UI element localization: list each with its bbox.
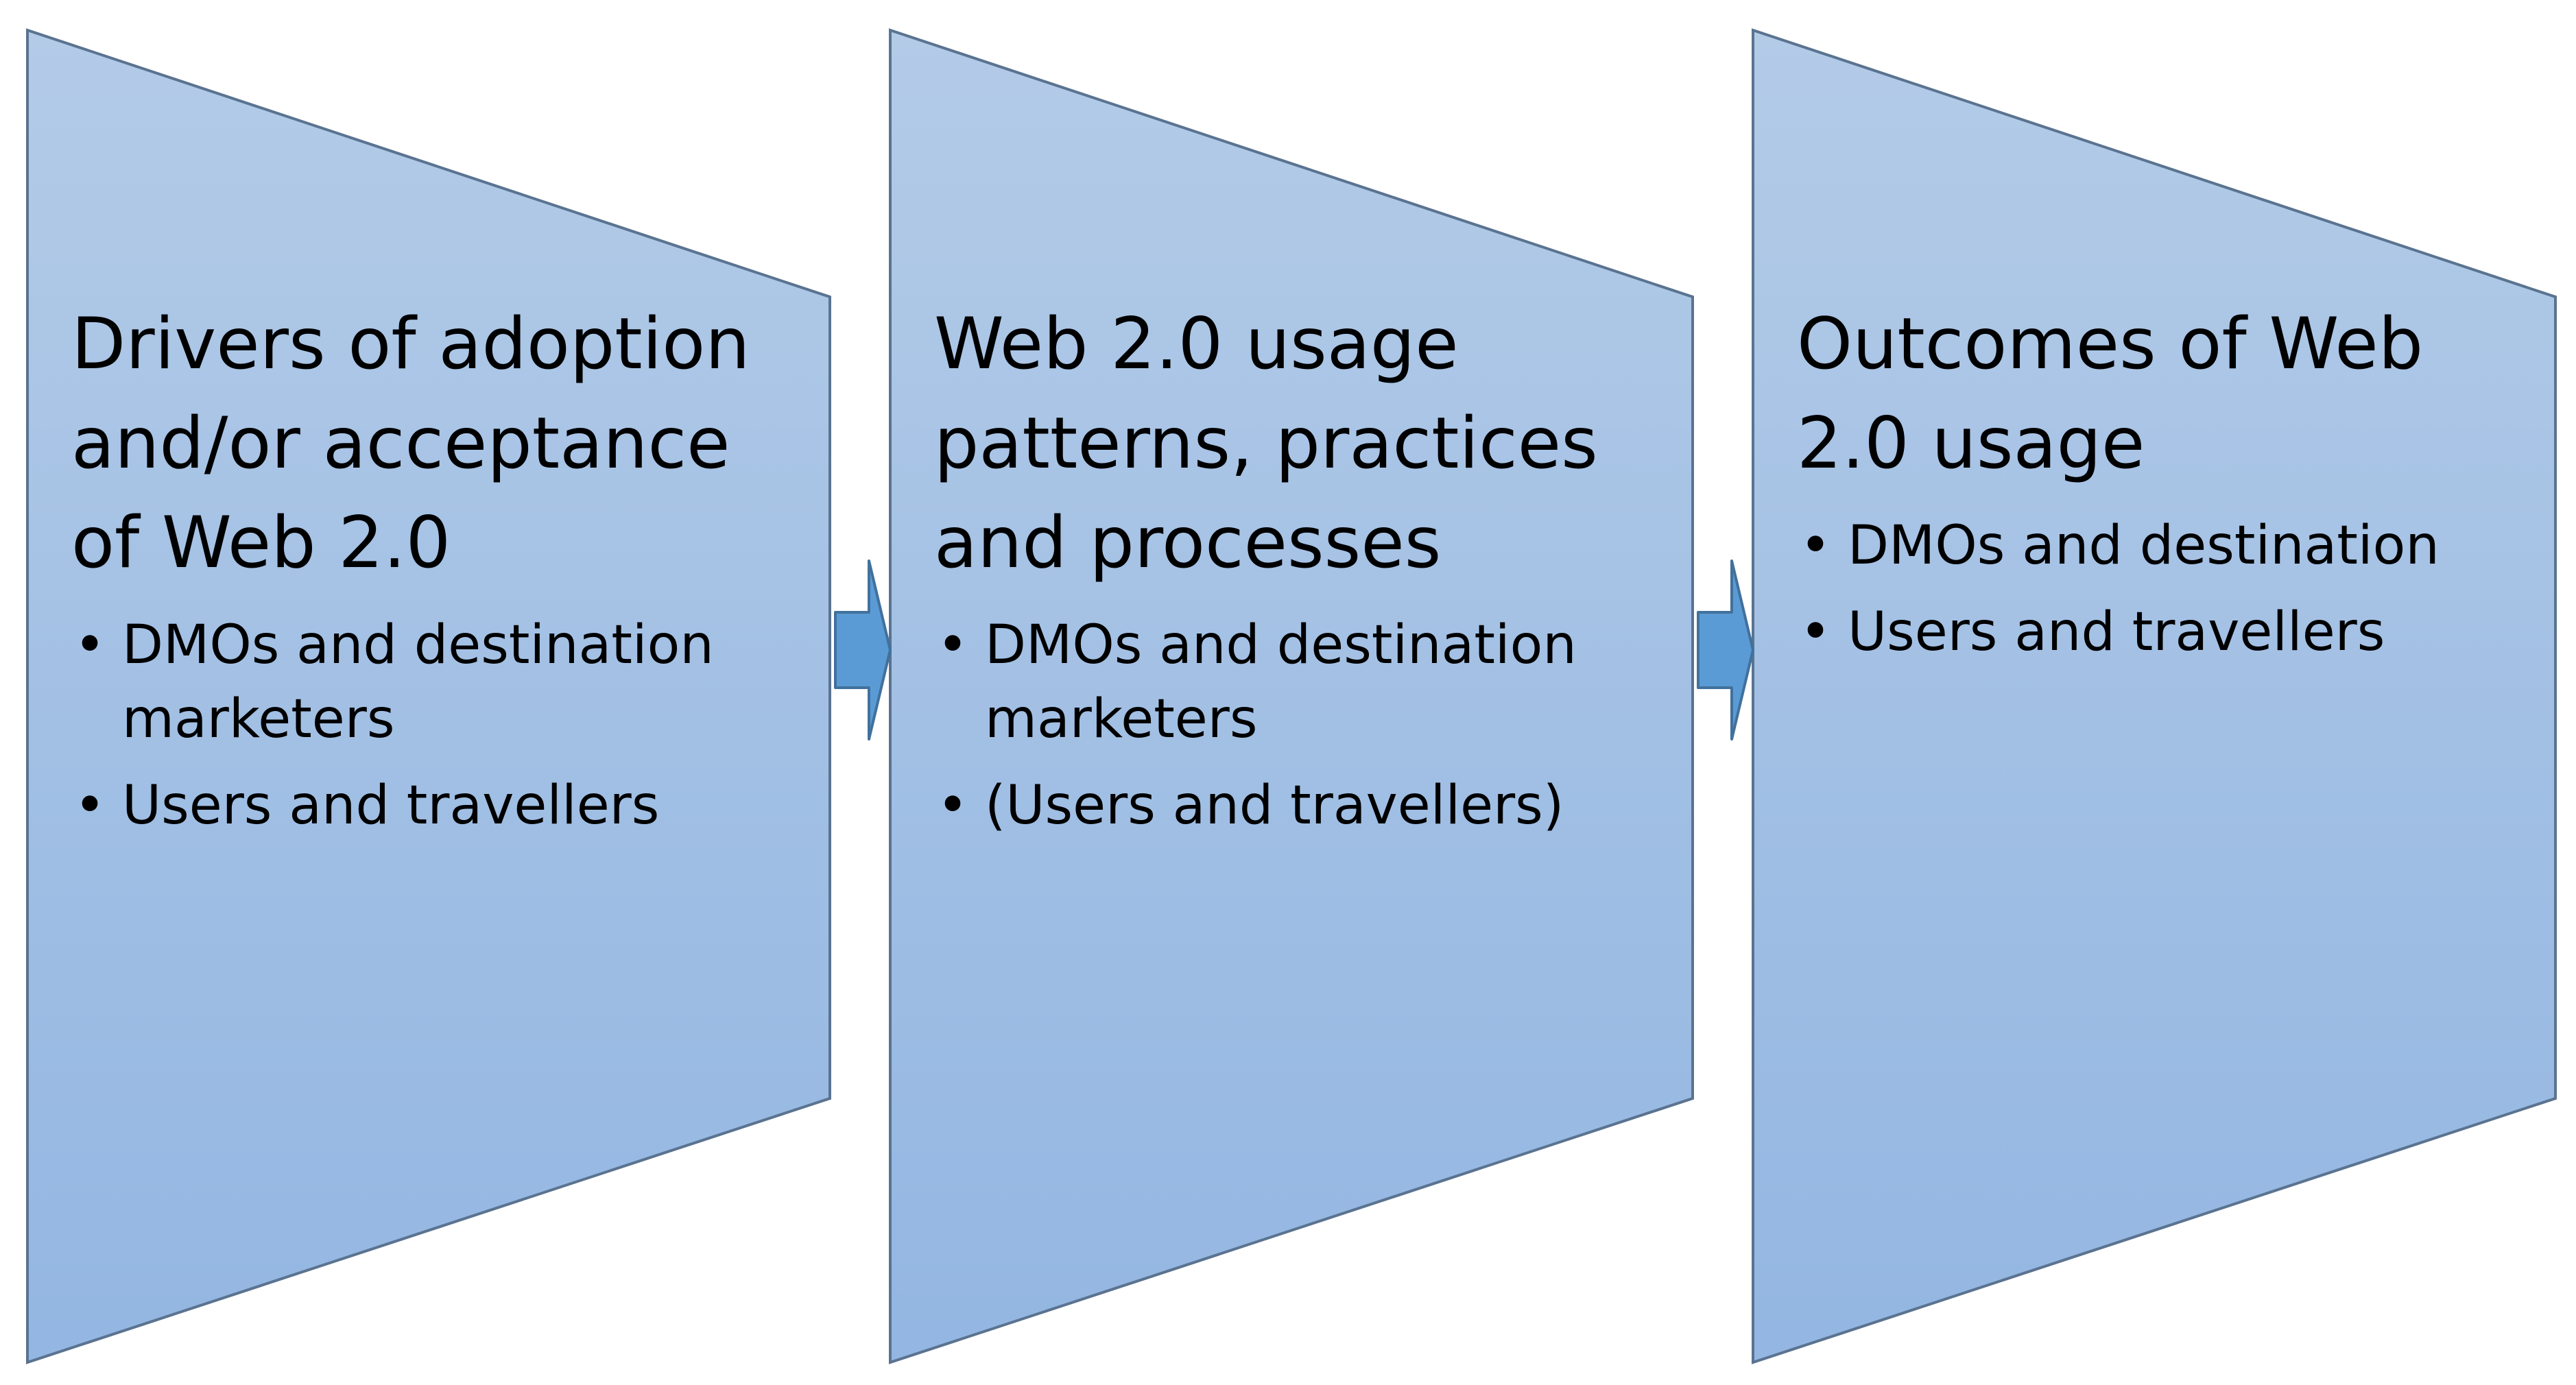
- stage-1-content: Drivers of adoption and/or acceptance of…: [71, 295, 812, 855]
- bullet-icon: •: [74, 614, 106, 676]
- bullet-icon: •: [1800, 601, 1832, 663]
- bullet-icon: •: [74, 775, 106, 836]
- bullet-icon: •: [937, 775, 969, 836]
- arrow-right-icon: [834, 559, 892, 740]
- bullet-text: DMOs and destination: [1848, 515, 2440, 577]
- stage-3-bullet: • DMOs and destination: [1797, 509, 2538, 583]
- stage-panel-3: [1752, 28, 2557, 1364]
- stage-2-bullet-list: • DMOs and destination marketers • (User…: [934, 608, 1675, 843]
- bullet-icon: •: [1800, 515, 1832, 577]
- stage-2-bullet: • DMOs and destination marketers: [934, 608, 1675, 756]
- stage-2-content: Web 2.0 usage patterns, practices and pr…: [934, 295, 1675, 855]
- stage-2-title: Web 2.0 usage patterns, practices and pr…: [934, 303, 1598, 584]
- stage-2-bullet: • (Users and travellers): [934, 769, 1675, 843]
- stage-panel-2: [889, 28, 1694, 1364]
- stage-3-bullet: • Users and travellers: [1797, 595, 2538, 669]
- bullet-text: DMOs and destination marketers: [122, 614, 714, 750]
- bullet-text: Users and travellers: [122, 775, 660, 836]
- stage-3-title: Outcomes of Web 2.0 usage: [1797, 303, 2424, 485]
- bullet-text: (Users and travellers): [985, 775, 1564, 836]
- stage-panel-1: [26, 28, 831, 1364]
- stage-1-title: Drivers of adoption and/or acceptance of…: [71, 303, 750, 584]
- arrow-right-icon: [1697, 559, 1754, 740]
- bullet-text: DMOs and destination marketers: [985, 614, 1577, 750]
- stage-3-bullet-list: • DMOs and destination • Users and trave…: [1797, 509, 2538, 669]
- stage-3-content: Outcomes of Web 2.0 usage • DMOs and des…: [1797, 295, 2538, 682]
- bullet-icon: •: [937, 614, 969, 676]
- bullet-text: Users and travellers: [1848, 601, 2385, 663]
- stage-1-bullet: • DMOs and destination marketers: [71, 608, 812, 756]
- stage-1-bullet: • Users and travellers: [71, 769, 812, 843]
- stage-1-bullet-list: • DMOs and destination marketers • Users…: [71, 608, 812, 843]
